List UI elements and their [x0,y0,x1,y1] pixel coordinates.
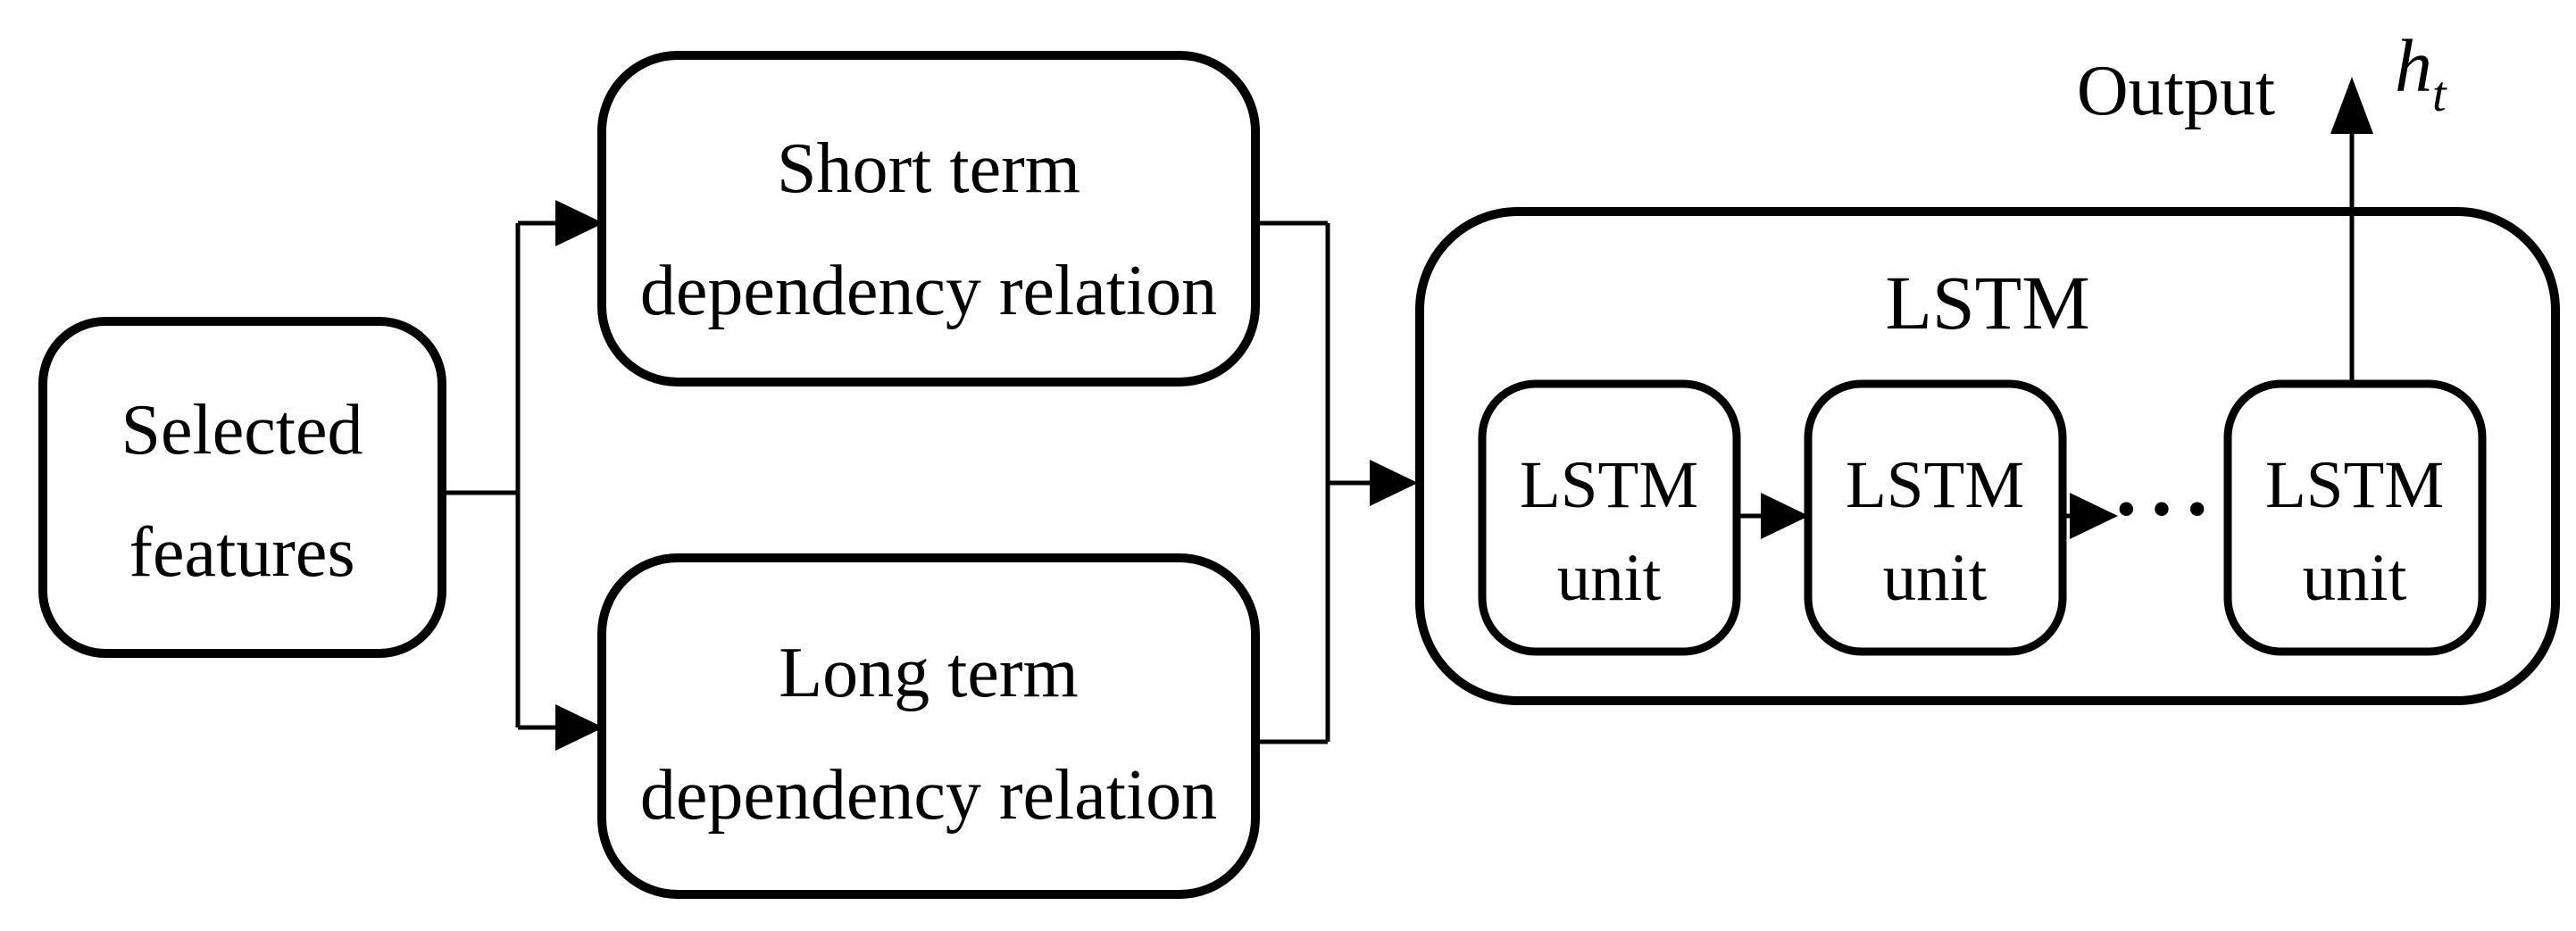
output-arrow [2330,77,2373,386]
branch-connectors [442,200,604,751]
long-term-label-line1: Long term [779,634,1078,712]
lstm-unit-2-node: LSTM unit [1804,379,2067,656]
lstm-unit-1-label-line2: unit [1557,541,1662,615]
unit2-to-ellipsis-arrow [2063,493,2118,539]
long-term-node: Long term dependency relation [597,553,1260,899]
merge-connectors [1259,220,1418,744]
output-label: Output [2077,52,2275,130]
arrowhead-unit1-to-unit2-icon [1761,493,1809,539]
selected-features-label-line2: features [129,513,354,592]
ellipsis-icon: ··· [2112,461,2218,556]
short-term-label-line2: dependency relation [640,252,1217,330]
lstm-unit-1-label-line1: LSTM [1520,448,1698,522]
arrowhead-to-lstm-icon [1370,460,1418,506]
arrowhead-to-long-term-icon [555,704,604,751]
selected-features-box [38,317,446,658]
selected-features-label-line1: Selected [121,391,363,470]
unit1-to-unit2-arrow [1737,493,1809,539]
long-term-box [597,553,1260,899]
hidden-state-label: ht [2395,25,2447,122]
branch-connector-lines [442,220,557,730]
lstm-unit-1-node: LSTM unit [1478,379,1741,656]
lstm-unit-2-label-line2: unit [1883,541,1988,615]
selected-features-node: Selected features [38,317,446,658]
lstm-container-title: LSTM [1885,260,2089,345]
lstm-container-node: LSTM LSTM unit LSTM unit ··· LSTM [1415,207,2560,705]
short-term-node: Short term dependency relation [597,51,1260,387]
hidden-state-subscript: t [2432,67,2447,122]
hidden-state-base: h [2395,25,2432,108]
lstm-unit-3-box [2223,379,2487,656]
lstm-unit-3-label-line2: unit [2303,541,2407,615]
short-term-box [597,51,1260,387]
arrowhead-unit2-to-ellipsis-icon [2070,493,2118,539]
lstm-unit-2-label-line1: LSTM [1846,448,2024,522]
lstm-unit-3-node: LSTM unit [2223,379,2487,656]
short-term-label-line1: Short term [777,129,1080,208]
arrowhead-output-icon [2330,77,2373,134]
long-term-label-line2: dependency relation [640,756,1217,835]
arrowhead-to-short-term-icon [555,200,604,246]
merge-connector-lines [1259,220,1371,744]
lstm-unit-3-label-line1: LSTM [2265,448,2444,522]
